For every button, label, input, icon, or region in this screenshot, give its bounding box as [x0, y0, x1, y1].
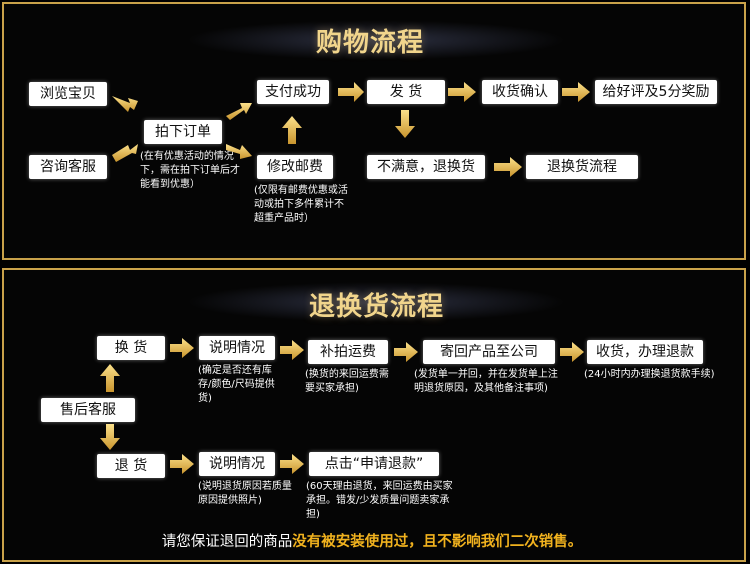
footer-part1: 请您保证退回的商品: [161, 534, 293, 550]
click-refund-box: 点击“申请退款”: [309, 452, 439, 476]
explain2-box: 说明情况: [199, 452, 275, 476]
paid-box: 支付成功: [257, 80, 329, 104]
postage-note: (换货的来回运费需要买家承担): [305, 369, 389, 394]
receive-note: (24小时内办理换退货款手续): [584, 369, 715, 380]
confirm-box: 收货确认: [482, 80, 558, 104]
consult-box: 咨询客服: [29, 155, 107, 179]
click-refund-note: (60天理由退货，来回运费由买家承担。错发/少发质量问题卖家承担): [306, 481, 453, 520]
exchange-box: 换 货: [97, 336, 165, 360]
arrow-aftersale-refund: [100, 424, 120, 450]
footer-notice: 请您保证退回的商品没有被安装使用过，且不影响我们二次销售。: [0, 530, 744, 551]
footer-highlight-2: 且不影响我们二次销售。: [422, 534, 583, 550]
arrow-consult-order: [112, 144, 138, 162]
footer-highlight-1: 没有被安装使用过，: [292, 534, 423, 550]
modify-note: (仅限有邮费优惠或活动或拍下多件累计不超重产品时）: [254, 185, 348, 224]
arrow-refund-explain2: [170, 454, 194, 474]
return-flow-box: 退换货流程: [526, 155, 638, 179]
arrow-unhappy-returnflow: [494, 157, 522, 177]
arrow-order-paid: [226, 103, 252, 120]
arrow-modify-paid: [282, 116, 302, 144]
title-glow: [186, 20, 566, 60]
arrow-ship-confirm: [448, 82, 476, 102]
shopping-flow-panel: 购物流程 浏览宝贝 咨询客服 拍下订单 (在有优惠活动的情况下，需在拍下订单后才…: [2, 2, 746, 260]
explain1-note: (确定是否还有库存/颜色/尺码提供货): [198, 365, 275, 404]
explain1-box: 说明情况: [199, 336, 275, 360]
explain2-note: (说明退货原因若质量原因提供照片): [198, 481, 292, 506]
order-box: 拍下订单: [144, 120, 222, 144]
arrow-explain1-postage: [280, 340, 304, 360]
return-flow-title: 退换货流程: [309, 292, 445, 322]
modify-box: 修改邮费: [257, 155, 333, 179]
title-glow-2: [186, 282, 566, 322]
send-note: (发货单一并回，并在发货单上注明退货原因，及其他备注事项): [414, 369, 558, 394]
arrow-exchange-explain1: [170, 338, 194, 358]
postage-box: 补拍运费: [308, 340, 388, 364]
arrow-confirm-review: [562, 82, 590, 102]
refund-box: 退 货: [97, 454, 165, 478]
arrow-ship-unhappy: [395, 110, 415, 138]
browse-box: 浏览宝贝: [29, 82, 107, 106]
arrow-postage-send: [394, 342, 418, 362]
unhappy-box: 不满意，退换货: [367, 155, 485, 179]
order-note: (在有优惠活动的情况下，需在拍下订单后才能看到优惠）: [140, 151, 240, 190]
shopping-flow-title: 购物流程: [316, 28, 425, 58]
send-box: 寄回产品至公司: [423, 340, 555, 364]
review-box: 给好评及5分奖励: [595, 80, 717, 104]
arrow-explain2-click: [280, 454, 304, 474]
arrow-aftersale-exchange: [100, 364, 120, 392]
return-flow-panel: 退换货流程 换 货 售后客服 退 货 说明情况 (确定是否还有库存/颜色/尺码提…: [2, 268, 746, 562]
aftersale-box: 售后客服: [41, 398, 135, 422]
receive-box: 收货，办理退款: [587, 340, 703, 364]
arrow-paid-ship: [338, 82, 364, 102]
ship-box: 发 货: [367, 80, 445, 104]
arrow-send-receive: [560, 342, 584, 362]
arrow-browse-order: [112, 96, 138, 112]
